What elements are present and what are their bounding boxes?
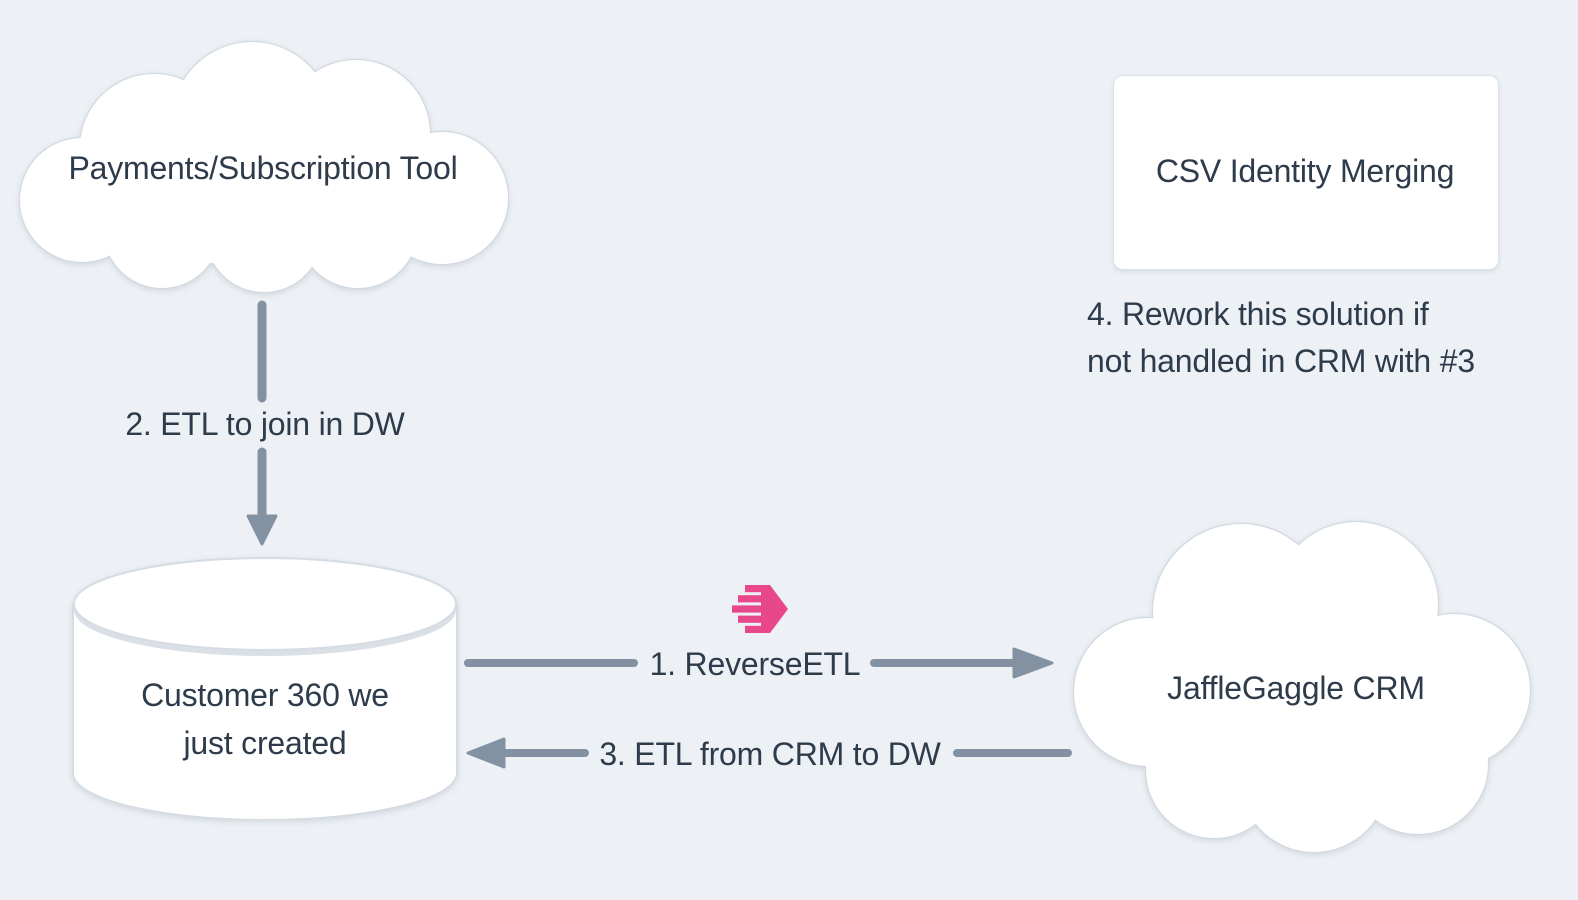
rework-note-line2: not handled in CRM with #3 <box>1087 343 1475 379</box>
csv-identity-merging-box <box>1113 75 1499 270</box>
jafflegaggle-cloud-shape <box>1072 520 1532 854</box>
edge-label-reverse-etl: 1. ReverseETL <box>649 646 861 682</box>
arrow-etl-from-crm-left <box>466 737 1072 769</box>
edge-label-etl-join: 2. ETL to join in DW <box>125 406 405 442</box>
payments-cloud-shape <box>18 40 510 294</box>
customer-360-cylinder-shape <box>72 557 458 820</box>
edge-label-etl-from-crm: 3. ETL from CRM to DW <box>599 736 941 772</box>
census-logo-icon <box>732 585 788 633</box>
arrow-etl-join-down <box>246 300 278 546</box>
rework-note: 4. Rework this solution if not handled i… <box>1087 291 1475 385</box>
rework-note-line1: 4. Rework this solution if <box>1087 296 1429 332</box>
arrow-reverse-etl-right <box>464 647 1054 679</box>
